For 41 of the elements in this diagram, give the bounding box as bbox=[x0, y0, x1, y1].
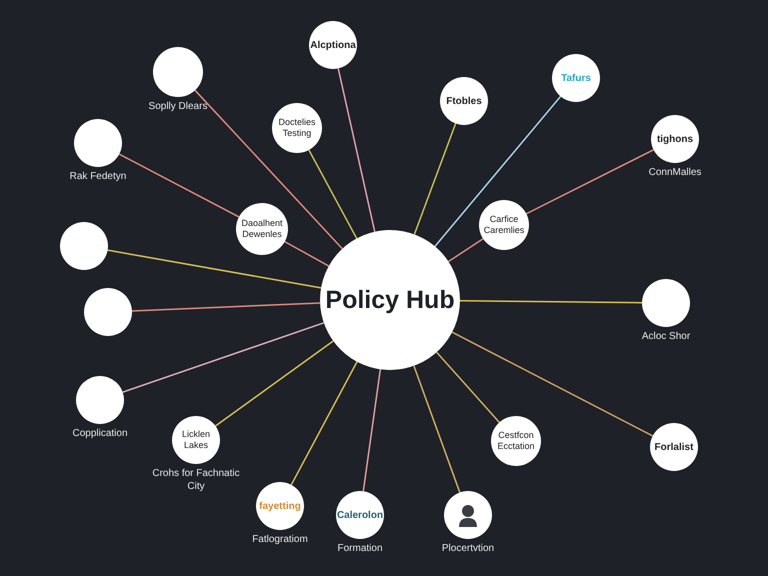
node-label: Licklen Lakes bbox=[180, 429, 211, 451]
node-label: Daoalhent Dewenles bbox=[240, 218, 284, 240]
connector-line bbox=[284, 240, 330, 267]
connector-line bbox=[434, 96, 562, 247]
connector-line bbox=[362, 369, 382, 492]
connector-line bbox=[308, 150, 358, 239]
connector-line bbox=[215, 340, 334, 427]
node-caption: Plocertvtion bbox=[440, 542, 496, 555]
connector-line bbox=[122, 322, 324, 393]
node-caption: Copplication bbox=[71, 427, 129, 440]
connector-line bbox=[194, 90, 343, 250]
node-label: Cestfcon Ecctation bbox=[496, 430, 536, 452]
connector-line bbox=[526, 149, 654, 214]
node-caption: ConnMalles bbox=[648, 166, 702, 179]
node-label: tighons bbox=[656, 134, 694, 144]
node-label: fayetting bbox=[258, 500, 302, 512]
connector-line bbox=[108, 249, 322, 289]
node-label: Carfice Caremlies bbox=[482, 214, 526, 236]
node-label: Calerolon bbox=[336, 510, 384, 520]
connector-line bbox=[338, 68, 376, 232]
connector-line bbox=[290, 361, 358, 486]
node-caption: Fatlogratiom bbox=[251, 533, 309, 546]
connector-line bbox=[436, 352, 500, 423]
node-caption: Acloc Shor bbox=[640, 330, 692, 343]
node-caption: Formation bbox=[336, 542, 384, 555]
node-caption: Rak Fedetyn bbox=[68, 170, 128, 183]
node-label: Alcptiona bbox=[309, 40, 357, 50]
connector-line bbox=[132, 302, 320, 312]
connector-line bbox=[448, 238, 484, 262]
connector-line bbox=[414, 123, 456, 235]
hub-title: Policy Hub bbox=[325, 288, 455, 312]
connector-line bbox=[452, 332, 654, 437]
connector-line bbox=[413, 366, 461, 493]
connector-line bbox=[460, 300, 642, 304]
node-caption: Soplly Dlears bbox=[148, 100, 208, 113]
node-caption: Crohs for Fachnatic City bbox=[151, 467, 241, 493]
connector-line bbox=[118, 153, 240, 218]
node-label: Doctelies Testing bbox=[277, 117, 316, 139]
node-label: Forlalist bbox=[654, 442, 694, 452]
node-label: Ftobles bbox=[445, 96, 483, 106]
node-label: Tafurs bbox=[560, 72, 592, 84]
